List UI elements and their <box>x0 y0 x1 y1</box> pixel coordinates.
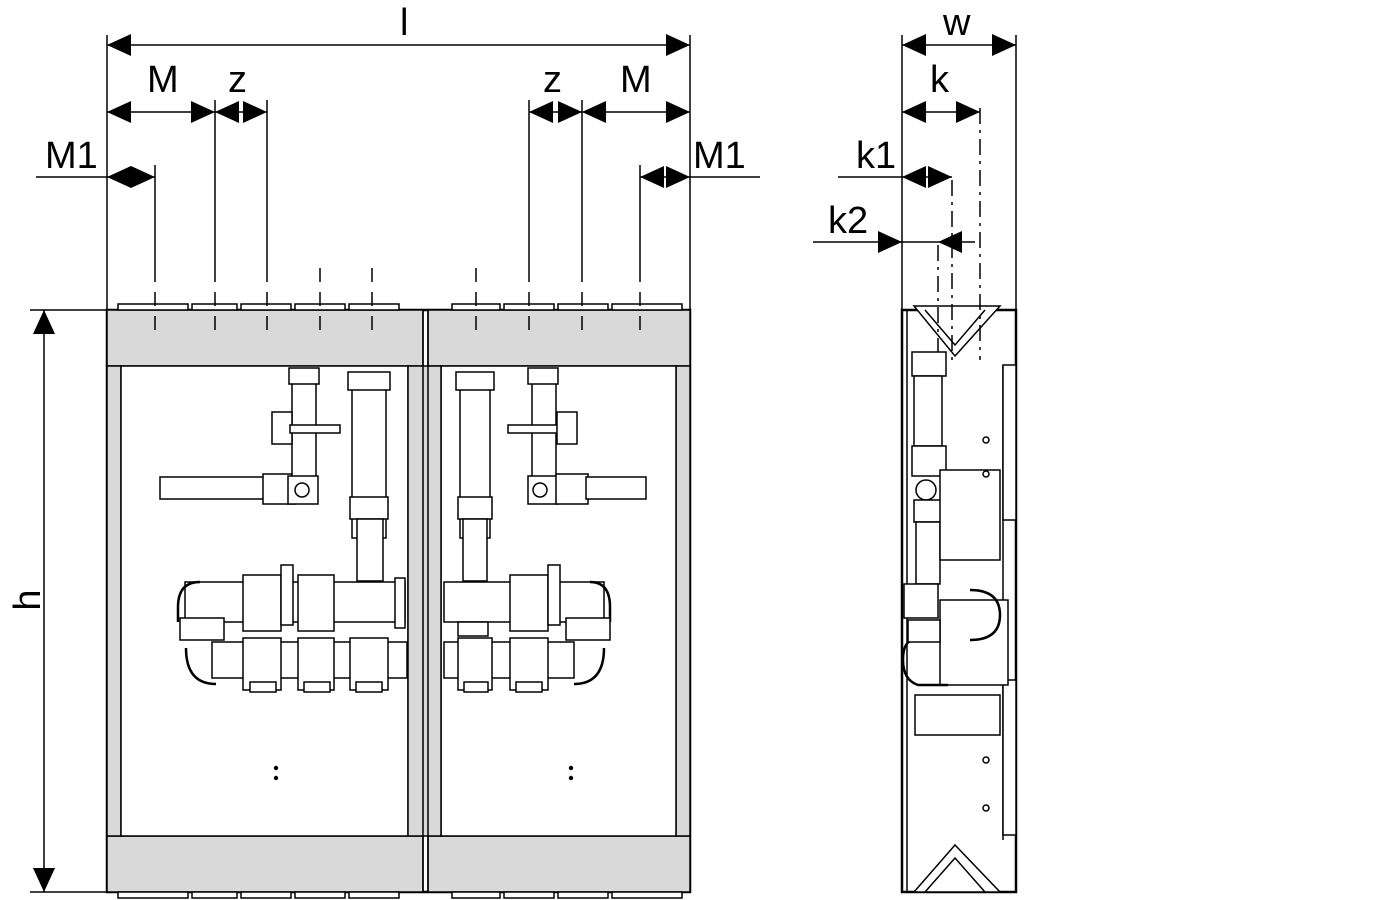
right-pipework <box>443 367 647 781</box>
front-centre-lines <box>154 268 641 340</box>
right-side-strip <box>675 365 691 837</box>
label-m1-right: M1 <box>693 135 746 177</box>
label-l: l <box>400 2 408 44</box>
dimension-m-left: M <box>107 59 216 268</box>
label-w: w <box>942 2 971 44</box>
label-k1: k1 <box>856 135 896 177</box>
dimension-k1: k1 <box>838 135 952 188</box>
dimension-m-right: M <box>582 59 690 123</box>
dimension-m1-right: M1 <box>639 135 760 268</box>
dimension-h: h <box>7 309 107 893</box>
left-pipework <box>159 367 408 781</box>
dimension-l: l <box>106 2 691 310</box>
dimension-k: k <box>902 59 980 123</box>
bottom-tabs <box>117 891 683 899</box>
bottom-rail-left <box>106 835 424 893</box>
side-bottom-bracket <box>912 843 1002 893</box>
front-view: l M z z <box>7 2 760 899</box>
label-k: k <box>930 59 950 101</box>
dimension-w: w <box>901 2 1017 310</box>
top-tabs <box>117 303 683 311</box>
dimension-z-left: z <box>215 59 268 268</box>
label-z-right: z <box>543 59 562 101</box>
side-view: w k k1 k2 <box>813 2 1018 894</box>
dimension-z-right: z <box>528 59 583 268</box>
bottom-rail-right <box>427 835 691 893</box>
label-k2: k2 <box>828 200 868 242</box>
label-h: h <box>7 589 49 610</box>
centre-divider <box>407 365 442 837</box>
side-centre-lines <box>937 108 981 360</box>
dimension-k2: k2 <box>813 200 975 253</box>
label-m-right: M <box>620 59 652 101</box>
label-z-left: z <box>228 59 247 101</box>
side-pipework <box>901 351 1009 812</box>
side-top-bracket <box>912 305 1002 358</box>
label-m-left: M <box>147 59 179 101</box>
dimension-m1-left: M1 <box>36 135 156 268</box>
left-side-strip <box>106 365 122 837</box>
top-rail-right <box>427 309 691 367</box>
label-m1-left: M1 <box>45 135 98 177</box>
